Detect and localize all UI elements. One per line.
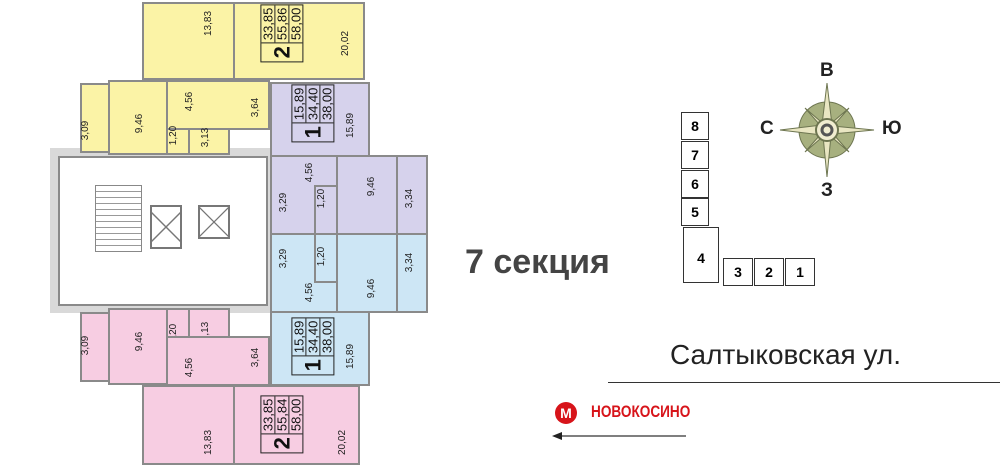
- section-4[interactable]: 4: [683, 227, 719, 283]
- balcony: 3,09: [80, 312, 110, 382]
- room: 13,83: [142, 2, 235, 80]
- section-8[interactable]: 8: [681, 112, 709, 140]
- room: 13,83: [142, 385, 235, 465]
- balcony: 3,34: [396, 155, 428, 235]
- street-line: [608, 382, 1000, 383]
- elevator: [198, 205, 230, 239]
- bathroom: 3,13: [188, 308, 230, 341]
- compass-south: Ю: [882, 118, 902, 139]
- section-1[interactable]: 1: [785, 258, 815, 286]
- arrow-left-icon: [552, 432, 686, 440]
- compass-rose-icon: [779, 82, 875, 178]
- balcony: 3,34: [396, 233, 428, 313]
- bathroom: 3,13: [188, 128, 230, 155]
- wc: 1,20: [314, 233, 338, 283]
- wc: 1,20: [166, 126, 190, 155]
- section-6[interactable]: 6: [681, 170, 709, 198]
- compass-north: С: [760, 118, 774, 139]
- wc: 1,20: [166, 308, 190, 343]
- section-7[interactable]: 7: [681, 141, 709, 169]
- section-5[interactable]: 5: [681, 198, 709, 226]
- kitchen: 9,46: [108, 308, 168, 385]
- balcony: 3,09: [80, 83, 110, 153]
- kitchen: 9,46: [336, 233, 398, 313]
- elevator: [150, 205, 182, 249]
- kitchen: 9,46: [336, 155, 398, 235]
- section-2[interactable]: 2: [754, 258, 784, 286]
- staircase: [95, 185, 142, 252]
- section-title: 7 секция: [465, 243, 610, 281]
- compass-east: В: [820, 60, 834, 81]
- metro-station: НОВОКОСИНО: [591, 402, 691, 421]
- section-3[interactable]: 3: [723, 258, 753, 286]
- street-name: Салтыковская ул.: [670, 339, 901, 370]
- kitchen: 9,46: [108, 80, 168, 155]
- wc: 1,20: [314, 185, 338, 235]
- metro-icon: М: [555, 402, 577, 424]
- compass-west: З: [821, 180, 833, 201]
